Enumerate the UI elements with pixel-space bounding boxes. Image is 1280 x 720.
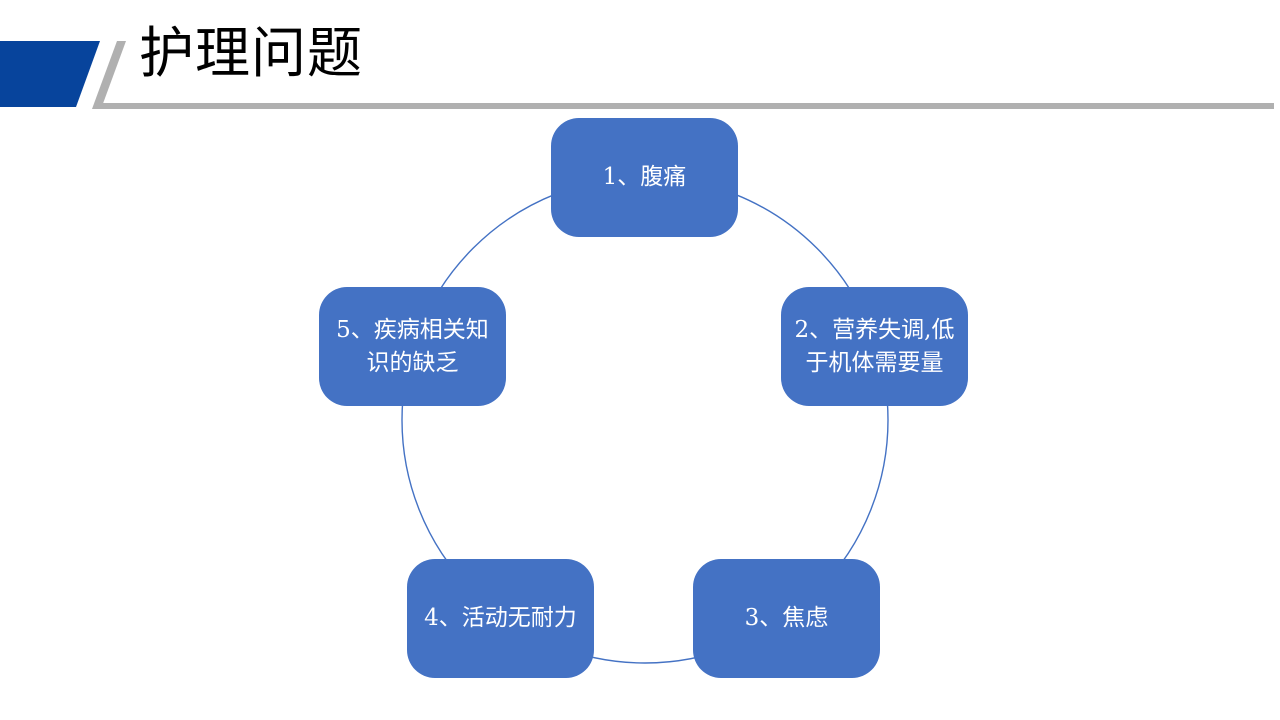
cycle-node-3-label: 3、焦虑	[744, 605, 829, 632]
cycle-node-4-label: 4、活动无耐力	[424, 605, 577, 632]
cycle-node-2-label: 2、营养失调,低于机体需要量	[794, 316, 955, 376]
title-accent-parallelogram	[0, 41, 100, 107]
title-slash-decoration	[92, 41, 126, 109]
cycle-node-5: 5、疾病相关知识的缺乏	[319, 287, 506, 406]
header-underline	[100, 103, 1274, 109]
cycle-node-2: 2、营养失调,低于机体需要量	[781, 287, 968, 406]
cycle-node-1-label: 1、腹痛	[602, 164, 687, 191]
cycle-node-1: 1、腹痛	[551, 118, 738, 237]
cycle-node-3: 3、焦虑	[693, 559, 880, 678]
cycle-node-5-label: 5、疾病相关知识的缺乏	[336, 316, 489, 376]
header-decoration	[0, 41, 1274, 109]
page-title: 护理问题	[139, 21, 364, 85]
cycle-node-4: 4、活动无耐力	[407, 559, 594, 678]
